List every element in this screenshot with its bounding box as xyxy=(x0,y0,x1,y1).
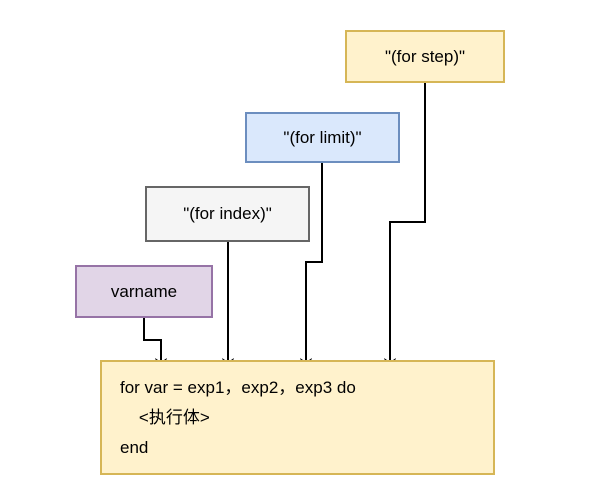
code-line-body: <执行体> xyxy=(120,407,210,427)
code-box: for var = exp1，exp2，exp3 do <执行体> end xyxy=(100,360,495,475)
node-for-index-label: "(for index)" xyxy=(183,204,272,223)
node-for-limit-label: "(for limit)" xyxy=(283,127,362,147)
node-for-limit: "(for limit)" xyxy=(245,112,400,163)
node-varname: varname xyxy=(75,265,213,318)
code-line-for-statement: for var = exp1，exp2，exp3 do xyxy=(120,377,356,397)
node-for-index: "(for index)" xyxy=(145,186,310,242)
node-for-step: "(for step)" xyxy=(345,30,505,83)
node-varname-label: varname xyxy=(110,281,178,301)
code-line-end: end xyxy=(120,437,149,457)
node-for-step-label: "(for step)" xyxy=(384,46,466,66)
